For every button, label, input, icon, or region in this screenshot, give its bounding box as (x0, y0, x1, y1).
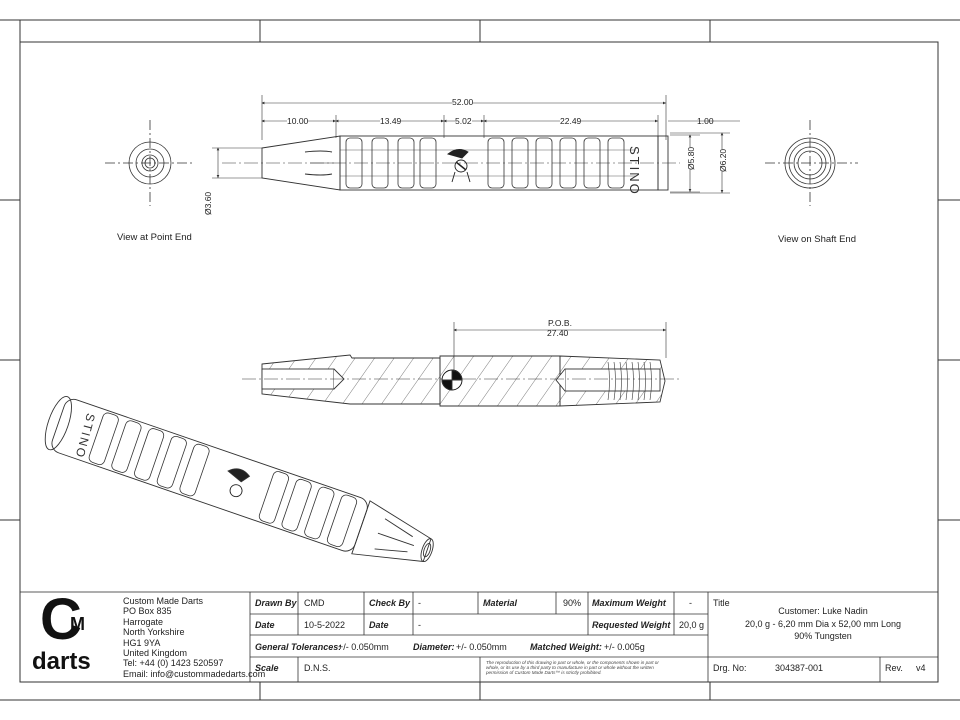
general-tolerance-label: General Tolerances: (255, 642, 342, 652)
check-by-value: - (418, 598, 421, 608)
max-weight-label: Maximum Weight (592, 598, 666, 608)
engraving-text: STINO (627, 146, 642, 196)
requested-weight-value: 20,0 g (679, 620, 705, 630)
copyright-notice: The reproduction of this drawing in part… (486, 660, 659, 675)
scale-label: Scale (255, 663, 279, 673)
dimension-lines (212, 95, 740, 372)
title-material: 90% Tungsten (794, 631, 852, 641)
address-line: HG1 9YA (123, 637, 161, 648)
company-email: Email: info@custommadedarts.com (123, 668, 266, 679)
title-label: Title (713, 598, 730, 608)
scale-value: D.N.S. (304, 663, 331, 673)
material-label: Material (483, 598, 518, 608)
drawing-number-value: 304387-001 (775, 663, 824, 673)
check-date-label: Date (369, 620, 389, 630)
max-weight-value: - (689, 598, 692, 608)
dim-point-length: 10.00 (287, 116, 309, 127)
wasp-logo-icon (447, 149, 471, 183)
dim-shaft-step: 1.00 (697, 116, 714, 126)
matched-weight-value: +/- 0.005g (604, 642, 645, 652)
drawn-by-label: Drawn By (255, 598, 297, 608)
title-customer: Customer: Luke Nadin (778, 606, 868, 616)
general-tolerance-value: +/- 0.050mm (338, 642, 389, 652)
shaft-end-view-label: View on Shaft End (778, 234, 856, 245)
date-label: Date (255, 620, 275, 630)
revision-value: v4 (916, 663, 926, 673)
company-tel: Tel: +44 (0) 1423 520597 (123, 658, 224, 669)
address-line: PO Box 835 (123, 606, 172, 617)
drawn-by-value: CMD (304, 598, 325, 608)
pob-value: 27.40 (547, 328, 569, 338)
title-spec: 20,0 g - 6,20 mm Dia x 52,00 mm Long (744, 619, 902, 629)
title-block-grid (19, 591, 939, 683)
section-view (242, 354, 680, 407)
isometric-dart (44, 396, 434, 563)
check-by-label: Check By (369, 598, 411, 608)
dim-inner-diameter: Ø5.80 (686, 146, 697, 170)
diameter-tolerance-label: Diameter: (413, 642, 455, 652)
address-line: Harrogate (123, 616, 164, 627)
logo-c: C (40, 587, 82, 652)
matched-weight-label: Matched Weight: (530, 642, 602, 652)
point-end-view (105, 120, 195, 206)
requested-weight-label: Requested Weight (592, 620, 671, 630)
revision-label: Rev. (885, 663, 903, 673)
drawing-number-label: Drg. No: (713, 663, 747, 673)
diameter-tolerance-value: +/- 0.050mm (456, 642, 507, 652)
check-date-value: - (418, 620, 421, 630)
dim-front-grip: 13.49 (380, 116, 402, 127)
date-value: 10-5-2022 (304, 620, 346, 630)
pob-label: P.O.B. (548, 318, 572, 328)
logo-word: darts (32, 648, 91, 675)
company-logo: C M darts (30, 590, 110, 678)
company-address: Custom Made Darts PO Box 835 Harrogate N… (123, 596, 265, 679)
logo-m: M (70, 614, 85, 634)
side-view-dart (222, 135, 680, 191)
dim-logo-section: 5.02 (455, 116, 472, 127)
dim-overall-length: 52.00 (452, 97, 474, 108)
wasp-logo-icon-iso (227, 468, 251, 498)
point-end-view-label: View at Point End (117, 232, 192, 243)
dim-max-diameter: Ø6.20 (718, 148, 729, 172)
address-line: United Kingdom (123, 648, 188, 659)
company-name: Custom Made Darts (123, 596, 204, 606)
address-line: North Yorkshire (123, 627, 185, 638)
material-value: 90% (563, 598, 582, 608)
dim-rear-grip: 22.49 (560, 116, 582, 127)
dim-point-diameter: Ø3.60 (203, 191, 213, 215)
balance-point-icon (441, 369, 463, 391)
shaft-end-view (765, 120, 858, 206)
